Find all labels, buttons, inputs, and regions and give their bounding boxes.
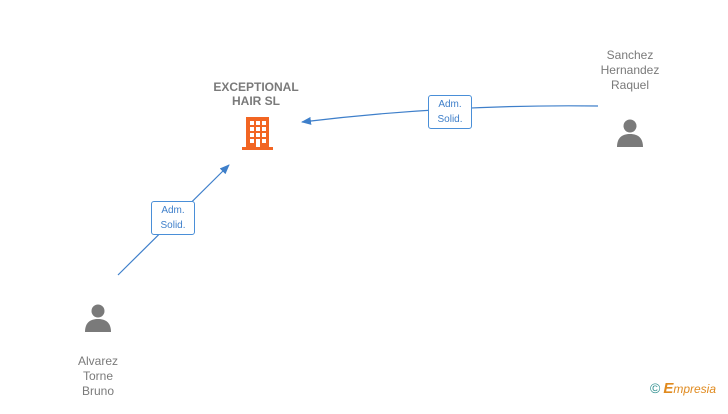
empresia-logo[interactable]: ©Empresia xyxy=(650,380,716,397)
relation-label-alvarez[interactable]: Adm. Solid. xyxy=(151,201,195,235)
building-icon[interactable] xyxy=(241,115,274,156)
person-icon xyxy=(85,304,111,332)
company-name[interactable]: EXCEPTIONAL HAIR SL xyxy=(213,80,299,108)
person-name-sanchez: Sanchez Hernandez Raquel xyxy=(600,48,660,92)
relation-label-sanchez[interactable]: Adm. Solid. xyxy=(428,95,472,129)
copyright-icon: © xyxy=(650,380,661,396)
person-name-alvarez: Alvarez Torne Bruno xyxy=(77,354,118,398)
person-node-sanchez[interactable]: Sanchez Hernandez Raquel xyxy=(580,33,680,163)
person-node-alvarez[interactable]: Alvarez Torne Bruno xyxy=(48,288,148,414)
logo-letter: E xyxy=(663,380,674,397)
brand-name: mpresia xyxy=(673,382,717,396)
person-icon xyxy=(617,119,643,147)
